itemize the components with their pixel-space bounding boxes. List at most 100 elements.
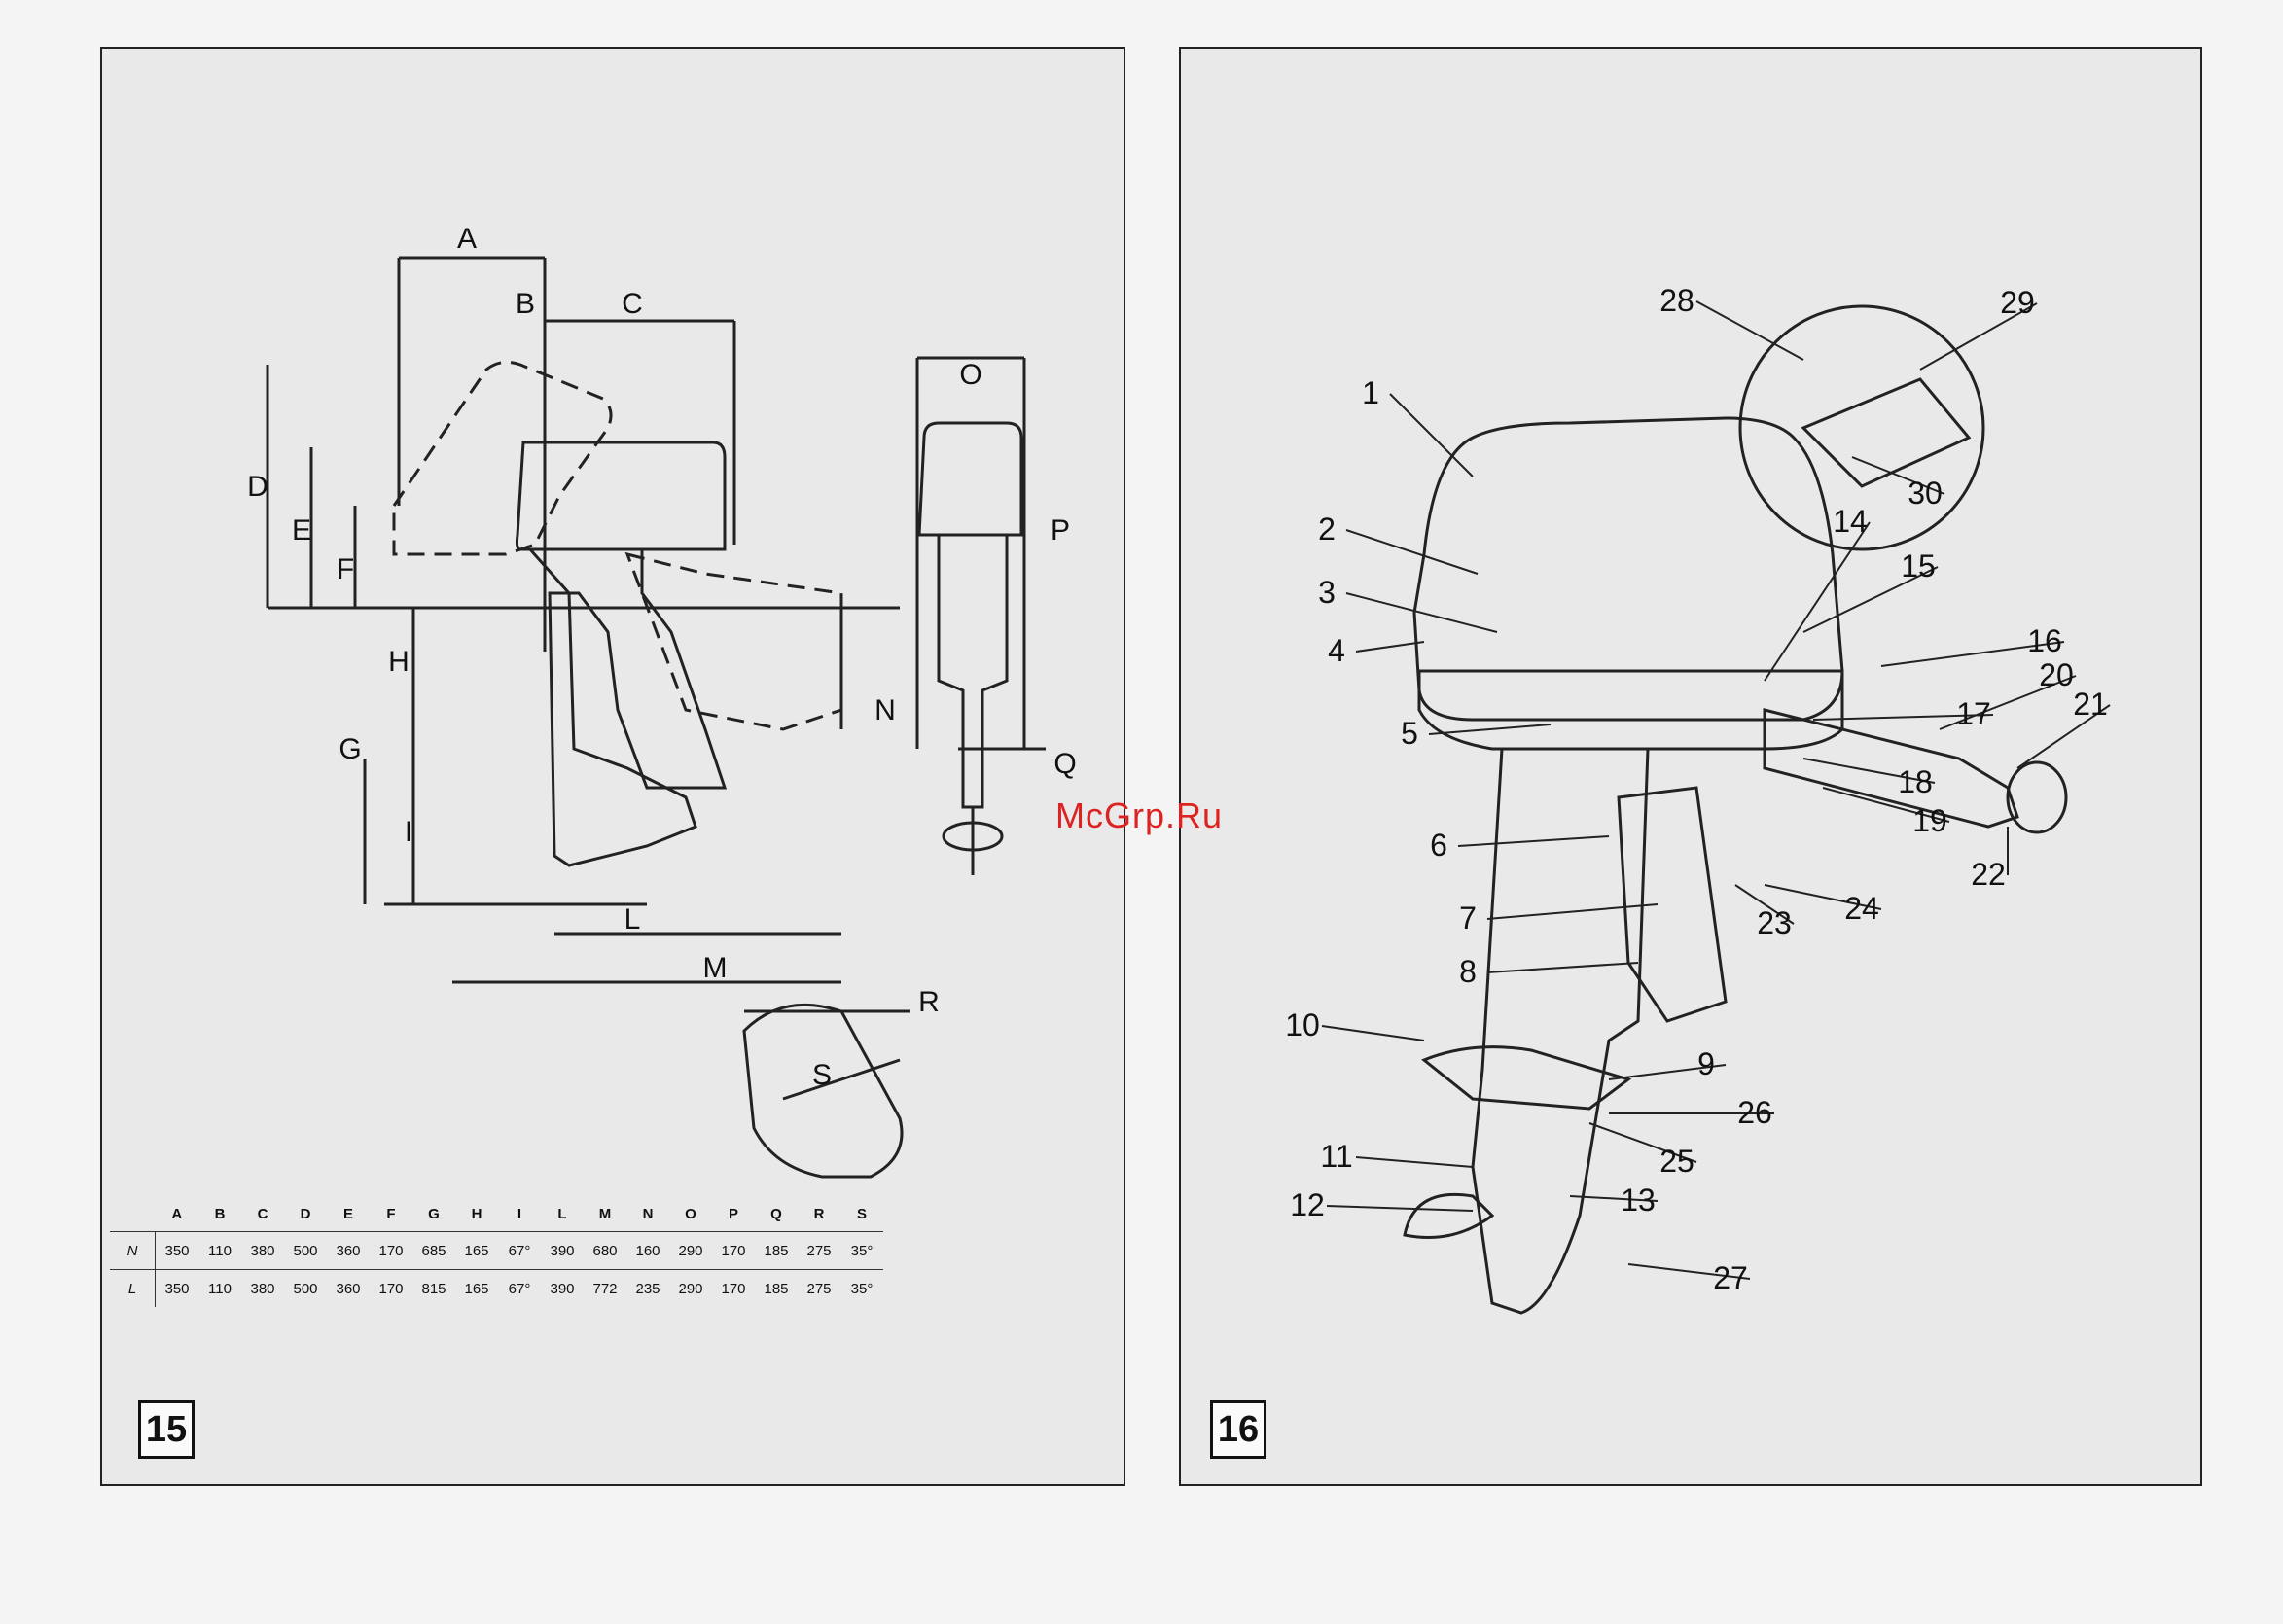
leader-line-23 bbox=[1734, 884, 1795, 925]
figure-number-15: 15 bbox=[138, 1400, 195, 1459]
table-cell: 185 bbox=[764, 1280, 789, 1297]
table-cell: 390 bbox=[550, 1280, 575, 1297]
leader-line-17 bbox=[1812, 714, 1994, 721]
column-header-s: S bbox=[840, 1196, 883, 1232]
dimension-label-e: E bbox=[292, 514, 311, 547]
leader-line-20 bbox=[1939, 675, 2077, 730]
table-cell: 772 bbox=[592, 1280, 618, 1297]
leader-line-16 bbox=[1880, 641, 2065, 667]
table-cell: 680 bbox=[584, 1231, 626, 1270]
table-cell: 110 bbox=[198, 1231, 241, 1270]
motor-midsection-outline bbox=[526, 547, 728, 790]
leader-line-18 bbox=[1802, 758, 1936, 784]
column-header-b: B bbox=[198, 1196, 241, 1232]
table-cell: 390 bbox=[541, 1231, 584, 1270]
table-cell: 185 bbox=[755, 1231, 798, 1270]
dimension-label-c: C bbox=[622, 288, 643, 320]
part-label-11: 11 bbox=[1320, 1139, 1352, 1174]
table-cell: 500 bbox=[293, 1280, 318, 1297]
engine-lower-cowl bbox=[1417, 669, 1844, 751]
table-cell: 360 bbox=[336, 1280, 361, 1297]
table-cell: 275 bbox=[798, 1231, 840, 1270]
part-label-14: 14 bbox=[1833, 504, 1868, 539]
part-label-18: 18 bbox=[1898, 764, 1933, 799]
column-header-p: P bbox=[712, 1196, 755, 1232]
table-cell: 685 bbox=[412, 1231, 455, 1270]
leader-line-10 bbox=[1321, 1025, 1425, 1041]
table-cell: 110 bbox=[208, 1280, 232, 1297]
table-cell: 35° bbox=[850, 1280, 874, 1297]
table-cell: 290 bbox=[678, 1280, 703, 1297]
part-label-26: 26 bbox=[1737, 1095, 1772, 1130]
dimension-label-d: D bbox=[247, 471, 268, 503]
table-cell: 350 bbox=[155, 1231, 198, 1270]
column-header-n: N bbox=[626, 1196, 669, 1232]
part-label-13: 13 bbox=[1621, 1183, 1656, 1218]
column-header-q: Q bbox=[755, 1196, 798, 1232]
leader-line-9 bbox=[1608, 1064, 1727, 1080]
dimension-label-m: M bbox=[703, 952, 728, 984]
leader-line-13 bbox=[1569, 1195, 1659, 1202]
table-cell: 380 bbox=[250, 1280, 275, 1297]
table-cell: 170 bbox=[721, 1280, 746, 1297]
part-label-19: 19 bbox=[1912, 803, 1947, 838]
part-label-30: 30 bbox=[1908, 476, 1943, 511]
top-view-cowling bbox=[742, 1003, 904, 1179]
leader-line-19 bbox=[1822, 787, 1950, 823]
dimension-label-p: P bbox=[1051, 514, 1070, 547]
column-header-c: C bbox=[241, 1196, 284, 1232]
leader-line-3 bbox=[1345, 592, 1498, 633]
part-label-17: 17 bbox=[1956, 696, 1991, 731]
column-header-m: M bbox=[584, 1196, 626, 1232]
column-header-l: L bbox=[541, 1196, 584, 1232]
leader-line-8 bbox=[1486, 962, 1639, 973]
leader-line-4 bbox=[1355, 641, 1425, 653]
part-label-12: 12 bbox=[1290, 1187, 1325, 1222]
column-header-o: O bbox=[669, 1196, 712, 1232]
table-cell: 35° bbox=[840, 1231, 883, 1270]
table-cell: 815 bbox=[421, 1280, 446, 1297]
column-header-d: D bbox=[284, 1196, 327, 1232]
dimension-label-q: Q bbox=[1053, 748, 1076, 780]
table-cell: 67° bbox=[508, 1280, 531, 1297]
part-label-27: 27 bbox=[1713, 1260, 1748, 1295]
tilted-lower-dashed bbox=[624, 551, 843, 731]
dimension-label-r: R bbox=[918, 986, 940, 1018]
part-label-29: 29 bbox=[2000, 285, 2035, 320]
part-label-21: 21 bbox=[2073, 687, 2108, 722]
column-header-h: H bbox=[455, 1196, 498, 1232]
part-label-28: 28 bbox=[1659, 283, 1694, 318]
dimension-label-s: S bbox=[812, 1059, 832, 1091]
leader-line-12 bbox=[1326, 1205, 1474, 1212]
part-label-15: 15 bbox=[1901, 548, 1936, 583]
propeller bbox=[1403, 1192, 1495, 1239]
part-label-24: 24 bbox=[1844, 891, 1879, 926]
midsection-leg bbox=[1471, 747, 1650, 1315]
front-view-body bbox=[937, 533, 1009, 809]
table-cell: 500 bbox=[284, 1231, 327, 1270]
column-header-f: F bbox=[370, 1196, 412, 1232]
table-cell: 170 bbox=[370, 1231, 412, 1270]
leader-line-28 bbox=[1695, 300, 1804, 361]
control-panel bbox=[1801, 377, 1972, 488]
part-label-9: 9 bbox=[1697, 1046, 1715, 1081]
table-cell: 235 bbox=[635, 1280, 660, 1297]
dimension-label-g: G bbox=[339, 733, 361, 765]
table-cell: 360 bbox=[327, 1231, 370, 1270]
motor-cowling-outline bbox=[515, 441, 727, 551]
part-label-7: 7 bbox=[1459, 900, 1477, 936]
transom-bracket bbox=[1617, 786, 1728, 1023]
leader-line-24 bbox=[1764, 884, 1882, 910]
table-cell: 290 bbox=[669, 1231, 712, 1270]
part-label-5: 5 bbox=[1401, 716, 1418, 751]
part-label-22: 22 bbox=[1971, 857, 2006, 892]
row-label: N bbox=[110, 1231, 156, 1270]
dimension-label-a: A bbox=[457, 223, 477, 255]
leader-line-2 bbox=[1345, 529, 1479, 575]
table-cell: 165 bbox=[455, 1231, 498, 1270]
leader-line-1 bbox=[1389, 393, 1474, 477]
